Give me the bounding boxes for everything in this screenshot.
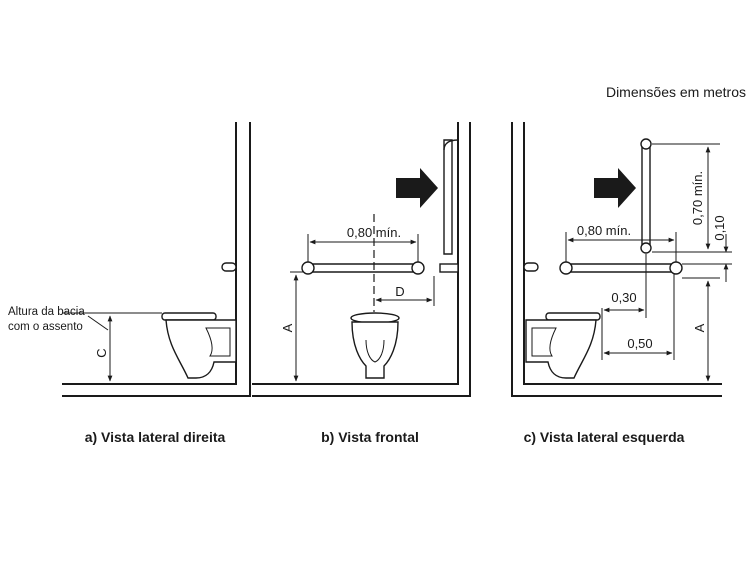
bowl-note-line2: com o assento [8, 321, 83, 333]
horizontal-grab-bar-icon [303, 263, 423, 273]
units-note: Dimensões em metros [606, 84, 746, 100]
panel-left-side-view: 0,80 mín. 0,70 mín. 0,10 A 0,30 0,50 c) … [511, 122, 732, 445]
vertical-grab-bar-icon [443, 139, 453, 255]
panel-c-bar-length-label: 0,80 mín. [577, 223, 631, 238]
panel-b-dim-a-label: A [280, 323, 295, 332]
panel-c-wall-outer [511, 122, 722, 397]
panel-b-caption: b) Vista frontal [321, 429, 419, 445]
vertical-bar-top-bend [443, 139, 459, 151]
panel-a-caption: a) Vista lateral direita [85, 429, 226, 445]
panel-b-wall-inner [252, 122, 459, 385]
direction-arrow-icon [594, 168, 636, 208]
grab-bar-end-icon [221, 262, 237, 272]
bowl-note-line1: Altura da bacia [8, 306, 85, 318]
offset-label: 0,10 [712, 215, 727, 240]
panel-a-wall-inner [62, 122, 237, 385]
horizontal-grab-bar-icon [561, 263, 681, 273]
bowl-note-leader [87, 315, 109, 331]
panel-c-caption: c) Vista lateral esquerda [524, 429, 685, 445]
dim-c-label: C [94, 348, 109, 357]
panel-c-wall-inner [523, 122, 722, 385]
wall-bracket-icon [439, 263, 459, 273]
panel-c-dim-a-label: A [692, 323, 707, 332]
toilet-side-icon [525, 312, 601, 379]
toilet-front-icon [350, 312, 400, 379]
toilet-side-icon [161, 312, 237, 379]
direction-arrow-icon [396, 168, 438, 208]
dim-050-label: 0,50 [627, 336, 652, 351]
panel-b-bar-length-label: 0,80 mín. [347, 225, 401, 240]
vertical-bar-length-label: 0,70 mín. [690, 171, 705, 225]
panel-right-side-view: C Altura da bacia com o assento a) Vista… [8, 122, 251, 445]
dim-030-label: 0,30 [611, 290, 636, 305]
panel-b-wall-outer [252, 122, 471, 397]
grab-bar-end-icon [523, 262, 539, 272]
panel-front-view: 0,80 mín. D A b) Vista frontal [252, 122, 471, 445]
panel-a-wall-outer [62, 122, 251, 397]
vertical-grab-bar-icon [641, 139, 651, 253]
dim-d-label: D [395, 284, 404, 299]
